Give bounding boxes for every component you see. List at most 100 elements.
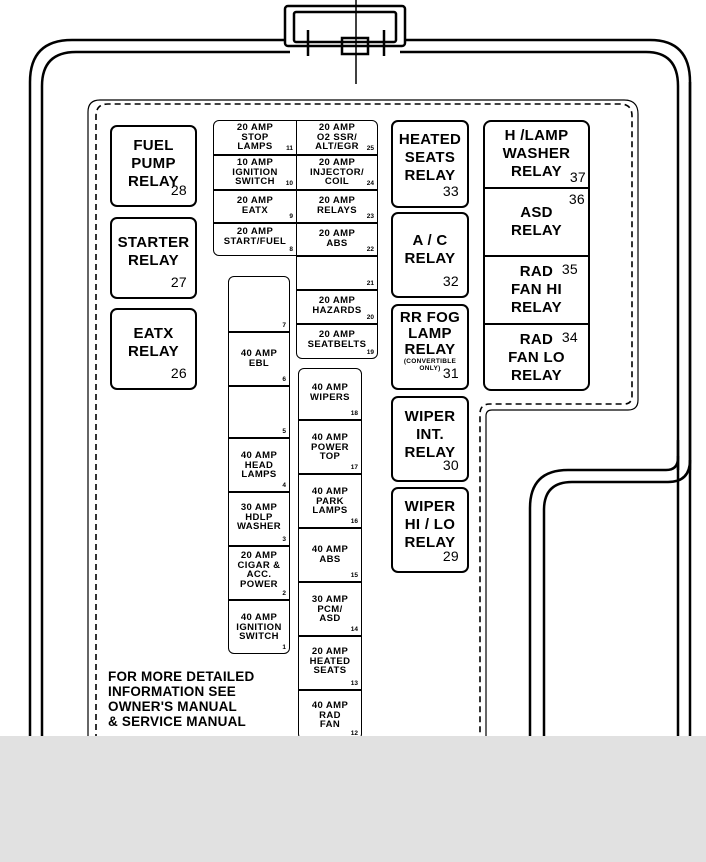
- fuse-label: 20 AMP START/FUEL: [223, 226, 287, 247]
- fuse-1: 40 AMP IGNITION SWITCH 1: [228, 600, 290, 654]
- fuse-number: 21: [366, 280, 374, 287]
- fuse-label: 20 AMP EATX: [236, 195, 274, 216]
- relay-label: H /LAMP WASHER RELAY: [502, 127, 571, 180]
- fuse-number: 7: [282, 322, 286, 329]
- relay-number: 33: [442, 183, 459, 199]
- relay-sublabel: (CONVERTIBLE ONLY): [403, 358, 457, 372]
- relay-label: RAD FAN HI RELAY: [511, 263, 562, 316]
- fuse-number: 25: [366, 145, 374, 152]
- fuse-label: 30 AMP HDLP WASHER: [236, 502, 282, 532]
- fuse-number: 19: [366, 349, 374, 356]
- fuse-label: 40 AMP WIPERS: [310, 382, 350, 403]
- fuse-6: 40 AMP EBL 6: [228, 332, 290, 386]
- relay-label: WIPER HI / LO RELAY: [404, 498, 456, 551]
- fuse-number: 14: [350, 626, 358, 633]
- relay-wiper-int: WIPER INT. RELAY 30: [391, 396, 469, 482]
- fuse-label: 40 AMP RAD FAN: [311, 700, 349, 730]
- fuse-number: 15: [350, 572, 358, 579]
- fuse-2: 20 AMP CIGAR & ACC. POWER 2: [228, 546, 290, 600]
- relay-ac: A / C RELAY 32: [391, 212, 469, 298]
- fuse-23: 20 AMP RELAYS 23: [296, 190, 378, 223]
- fuse-number: 23: [366, 213, 374, 220]
- relay-rad-fan-hi: RAD FAN HI RELAY 35: [483, 257, 590, 323]
- relay-number: 32: [442, 273, 459, 289]
- fuse-4: 40 AMP HEAD LAMPS 4: [228, 438, 290, 492]
- relay-label: FUEL PUMP RELAY: [128, 137, 179, 190]
- relay-label: A / C RELAY: [404, 232, 456, 267]
- fuse-label: 20 AMP HEATED SEATS: [309, 646, 351, 676]
- relay-label: ASD RELAY: [511, 204, 562, 239]
- relay-label: RR FOG LAMP RELAY: [399, 309, 461, 358]
- fuse-8: 20 AMP START/FUEL 8: [213, 223, 297, 256]
- fuse-14: 30 AMP PCM/ ASD 14: [298, 582, 362, 636]
- fuse-22: 20 AMP ABS 22: [296, 223, 378, 256]
- fuse-label: 20 AMP O2 SSR/ ALT/EGR: [315, 122, 359, 152]
- relay-asd: ASD RELAY 36: [483, 189, 590, 255]
- relay-number: 26: [170, 365, 187, 381]
- relay-label: HEATED SEATS RELAY: [398, 131, 462, 184]
- relay-label: RAD FAN LO RELAY: [508, 331, 565, 384]
- relay-number: 29: [442, 548, 459, 564]
- fuse-label: 20 AMP CIGAR & ACC. POWER: [237, 550, 281, 590]
- fuse-number: 5: [282, 428, 286, 435]
- relay-heated-seats: HEATED SEATS RELAY 33: [391, 120, 469, 208]
- fuse-label: 40 AMP IGNITION SWITCH: [236, 612, 282, 642]
- fuse-number: 24: [366, 180, 374, 187]
- fuse-label: 30 AMP PCM/ ASD: [311, 594, 349, 624]
- fuse-number: 17: [350, 464, 358, 471]
- fuse-24: 20 AMP INJECTOR/ COIL 24: [296, 155, 378, 190]
- fuse-9: 20 AMP EATX 9: [213, 190, 297, 223]
- fuse-number: 12: [350, 730, 358, 737]
- fuse-number: 9: [289, 213, 293, 220]
- relay-number: 30: [442, 457, 459, 473]
- fuse-number: 18: [350, 410, 358, 417]
- fuse-number: 10: [285, 180, 293, 187]
- fuse-label: 20 AMP STOP LAMPS: [236, 122, 274, 152]
- fuse-3: 30 AMP HDLP WASHER 3: [228, 492, 290, 546]
- fuse-20: 20 AMP HAZARDS 20: [296, 290, 378, 324]
- fuse-number: 13: [350, 680, 358, 687]
- relay-number: 28: [170, 182, 187, 198]
- fuse-label: 40 AMP HEAD LAMPS: [240, 450, 278, 480]
- divider: [483, 187, 590, 189]
- fuse-label: 20 AMP RELAYS: [316, 195, 358, 216]
- relay-rad-fan-lo: RAD FAN LO RELAY 34: [483, 325, 590, 391]
- cropped-area: [0, 736, 706, 862]
- relay-number: 31: [442, 365, 459, 381]
- fuse-label: 20 AMP ABS: [318, 228, 356, 249]
- relay-number: 27: [170, 274, 187, 290]
- relay-label: EATX RELAY: [128, 325, 179, 360]
- fuse-number: 2: [282, 590, 286, 597]
- fuse-number: 20: [366, 314, 374, 321]
- fuse-number: 6: [282, 376, 286, 383]
- fuse-number: 16: [350, 518, 358, 525]
- relay-number: 36: [568, 191, 585, 207]
- fuse-7: 7: [228, 276, 290, 332]
- fuse-number: 4: [282, 482, 286, 489]
- fuse-label: 40 AMP PARK LAMPS: [311, 486, 349, 516]
- fuse-11: 20 AMP STOP LAMPS 11: [213, 120, 297, 155]
- relay-eatx: EATX RELAY 26: [110, 308, 197, 390]
- relay-number: 37: [569, 169, 586, 185]
- relay-h-lamp-washer: H /LAMP WASHER RELAY 37: [483, 120, 590, 188]
- fuse-label: 20 AMP INJECTOR/ COIL: [309, 157, 365, 187]
- relay-wiper-hi-lo: WIPER HI / LO RELAY 29: [391, 487, 469, 573]
- fuse-label: 10 AMP IGNITION SWITCH: [232, 157, 278, 187]
- relay-number: 35: [561, 261, 578, 277]
- fuse-label: 40 AMP POWER TOP: [311, 432, 349, 462]
- relay-fuel-pump: FUEL PUMP RELAY 28: [110, 125, 197, 207]
- fuse-number: 1: [282, 644, 286, 651]
- fuse-label: 40 AMP ABS: [311, 544, 349, 565]
- relay-number: 34: [561, 329, 578, 345]
- divider: [483, 255, 590, 257]
- fuse-10: 10 AMP IGNITION SWITCH 10: [213, 155, 297, 190]
- fuse-5: 5: [228, 386, 290, 438]
- fuse-17: 40 AMP POWER TOP 17: [298, 420, 362, 474]
- relay-starter: STARTER RELAY 27: [110, 217, 197, 299]
- fuse-label: 20 AMP SEATBELTS: [307, 329, 367, 350]
- fuse-number: 8: [289, 246, 293, 253]
- relay-label: WIPER INT. RELAY: [404, 408, 456, 461]
- relay-label: STARTER RELAY: [117, 234, 190, 269]
